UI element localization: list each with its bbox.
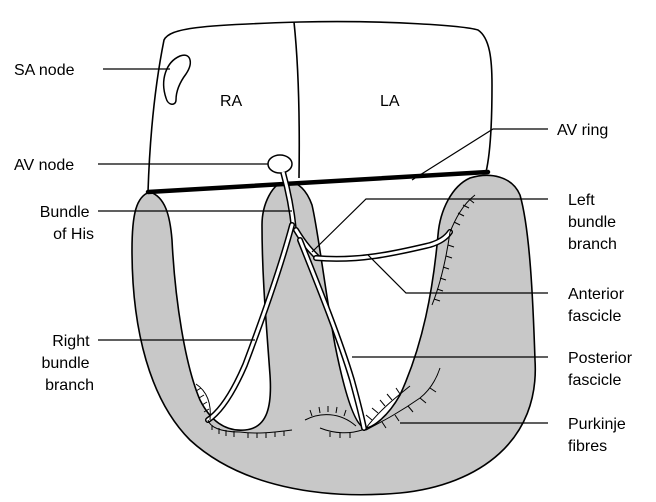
label-anterior-fascicle-line2: fascicle (568, 308, 621, 325)
label-right-bundle-branch-line2: bundle (42, 355, 90, 372)
label-purkinje-fibres-line1: Purkinje (568, 416, 626, 433)
label-posterior-fascicle-line1: Posterior (568, 350, 633, 367)
label-av-node: AV node (14, 157, 74, 174)
label-av-ring: AV ring (557, 122, 608, 139)
label-ra: RA (220, 93, 243, 110)
label-sa-node: SA node (14, 62, 75, 79)
label-right-bundle-branch: Right bundle branch (42, 333, 95, 394)
label-bundle-of-his-line1: Bundle (40, 204, 90, 221)
av-node (268, 155, 292, 173)
label-left-bundle-branch-line2: bundle (568, 214, 616, 231)
atria-outline (148, 22, 492, 192)
label-purkinje-fibres: Purkinje fibres (568, 416, 630, 455)
label-bundle-of-his: Bundle of His (40, 204, 94, 243)
label-bundle-of-his-line2: of His (53, 226, 94, 243)
label-left-bundle-branch: Left bundle branch (568, 192, 621, 253)
label-left-bundle-branch-line3: branch (568, 236, 617, 253)
label-anterior-fascicle-line1: Anterior (568, 286, 625, 303)
label-purkinje-fibres-line2: fibres (568, 438, 607, 455)
label-right-bundle-branch-line3: branch (45, 377, 94, 394)
label-la: LA (380, 93, 400, 110)
label-anterior-fascicle: Anterior fascicle (568, 286, 628, 325)
label-posterior-fascicle: Posterior fascicle (568, 350, 636, 389)
label-left-bundle-branch-line1: Left (568, 192, 595, 209)
label-posterior-fascicle-line2: fascicle (568, 372, 621, 389)
label-right-bundle-branch-line1: Right (52, 333, 90, 350)
